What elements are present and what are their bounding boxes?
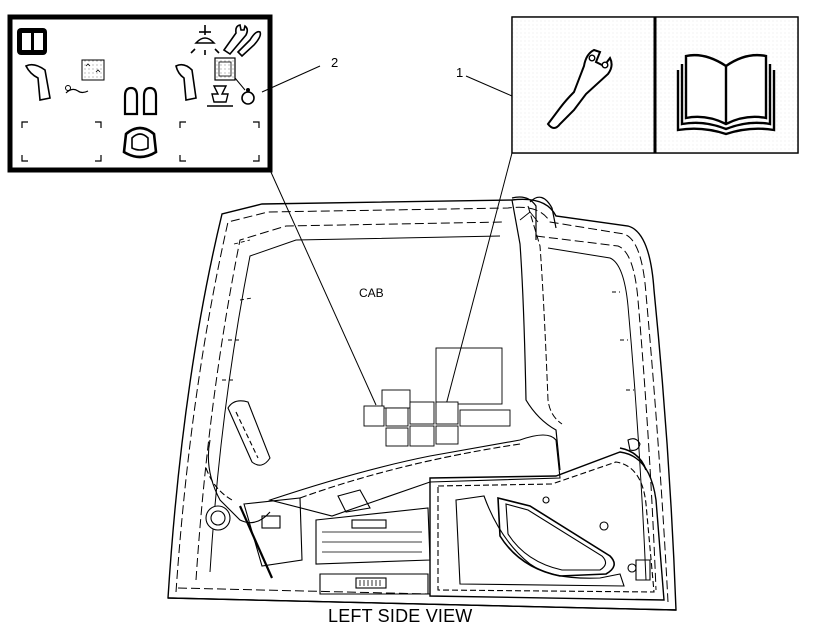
leader-lines (261, 65, 513, 406)
control-pattern-icon (65, 59, 105, 94)
joystick-left-icon (24, 63, 51, 101)
frame-details (222, 196, 634, 391)
operator-station (205, 400, 561, 595)
light-icon (190, 25, 220, 55)
view-title: LEFT SIDE VIEW (328, 606, 473, 626)
screwdriver-icon (236, 30, 262, 58)
decal-locations (363, 347, 511, 447)
manual-icon (17, 28, 47, 55)
wrench-icon (546, 48, 613, 129)
decal-panel-1 (511, 16, 799, 154)
wrench-icon (222, 24, 249, 56)
decal-panel-2 (7, 14, 273, 173)
travel-pedals-icon (123, 86, 158, 116)
operator-manual-icon (676, 53, 776, 136)
joystick-right-icon (175, 63, 197, 101)
seat-icon (122, 126, 158, 159)
empty-label-frames (21, 121, 260, 162)
callout-1: 1 (456, 65, 464, 80)
cab-door (429, 438, 665, 601)
callout-2: 2 (331, 55, 339, 70)
cab-label: CAB (359, 286, 384, 300)
control-pattern-icon (207, 57, 255, 107)
